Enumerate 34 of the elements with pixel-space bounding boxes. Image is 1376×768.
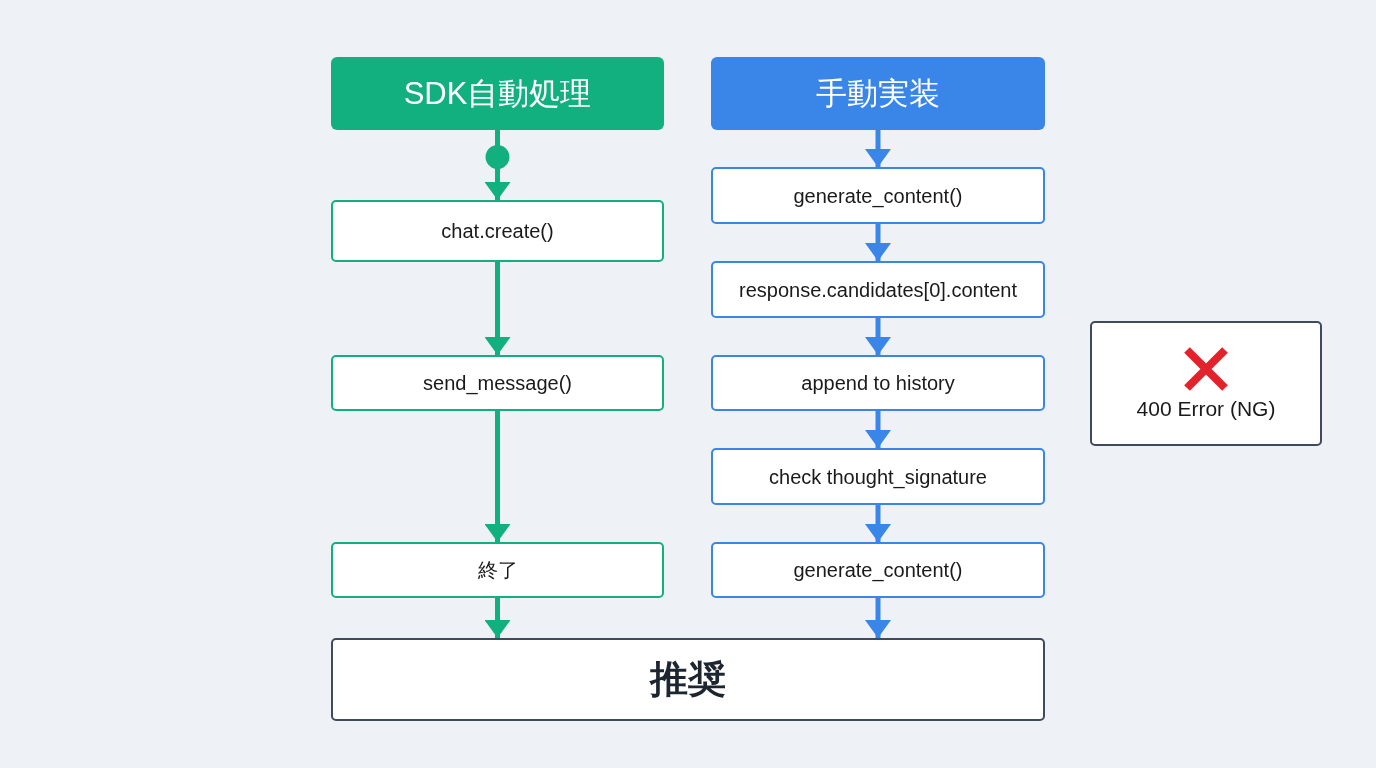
arrow [484,411,511,542]
arrow [865,224,891,261]
process-box [711,261,1045,318]
process-box [711,167,1045,224]
result-box [331,638,1045,721]
arrow [485,130,511,200]
header-box [711,57,1045,130]
box-label: response.candidates[0].content [739,277,1017,302]
process-box [711,542,1045,598]
arrow [865,505,891,542]
process-box [711,448,1045,505]
process-box [711,355,1045,411]
process-box [331,542,664,598]
error-box [1090,321,1322,446]
header-box [331,57,664,130]
box-label: check thought_signature [769,464,987,489]
box-label: send_message() [423,371,572,395]
column-title: 手動実装 [816,74,940,113]
arrow [865,130,891,167]
box-label: 終了 [477,558,518,582]
box-label: chat.create() [441,219,554,243]
process-box [331,355,664,411]
arrow [865,598,891,638]
box-label: generate_content() [793,558,963,582]
box-label: 400 Error (NG) [1136,395,1276,422]
arrow [865,411,891,448]
arrow [865,318,891,355]
arrow [484,262,511,355]
box-label: append to history [801,371,955,395]
box-label: generate_content() [793,183,963,208]
process-box [331,200,664,262]
arrow [484,598,511,638]
box-label: 推奨 [650,656,726,702]
column-title: SDK自動処理 [403,74,592,113]
